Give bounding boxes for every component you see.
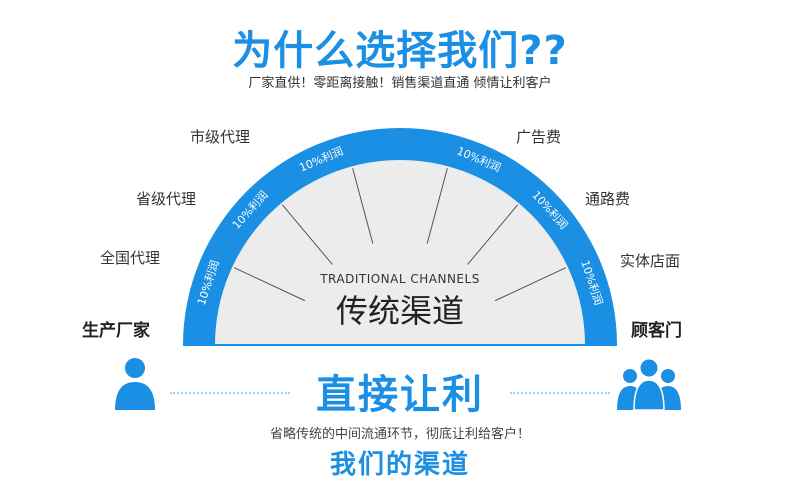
- arch-en-label: TRADITIONAL CHANNELS: [319, 272, 480, 286]
- slogan-direct-profit: 直接让利: [316, 372, 484, 418]
- arch-separator-line: [233, 267, 306, 302]
- person-icon: [115, 358, 155, 410]
- arch-separator-line: [281, 204, 333, 265]
- page-subtitle: 厂家直供！零距离接触！销售渠道直通 倾情让利客户: [248, 76, 552, 91]
- label-channel-cost: 通路费: [585, 190, 631, 208]
- group-icon: [617, 359, 681, 410]
- arch-separator-line: [494, 267, 567, 302]
- arch-separator-line: [426, 168, 448, 244]
- connector-left: [170, 392, 290, 394]
- arch-band: [183, 128, 617, 345]
- label-customer: 顾客门: [631, 321, 682, 341]
- arch-inner: [215, 160, 585, 345]
- label-ad-cost: 广告费: [516, 128, 562, 146]
- our-channel-label: 我们的渠道: [329, 450, 470, 480]
- connector-right: [510, 392, 610, 394]
- label-manufacturer: 生产厂家: [82, 321, 150, 341]
- page-title: 为什么选择我们??: [232, 28, 568, 74]
- arch-separator-line: [352, 168, 374, 244]
- label-city-agent: 市级代理: [190, 128, 251, 146]
- slogan-description: 省略传统的中间流通环节，彻底让利给客户！: [269, 427, 530, 442]
- label-province-agent: 省级代理: [136, 190, 197, 208]
- arch-separators: [233, 168, 567, 302]
- label-national-agent: 全国代理: [100, 249, 161, 267]
- label-physical-store: 实体店面: [620, 252, 681, 270]
- arch-cn-label: 传统渠道: [336, 292, 464, 330]
- arch-separator-line: [467, 204, 519, 265]
